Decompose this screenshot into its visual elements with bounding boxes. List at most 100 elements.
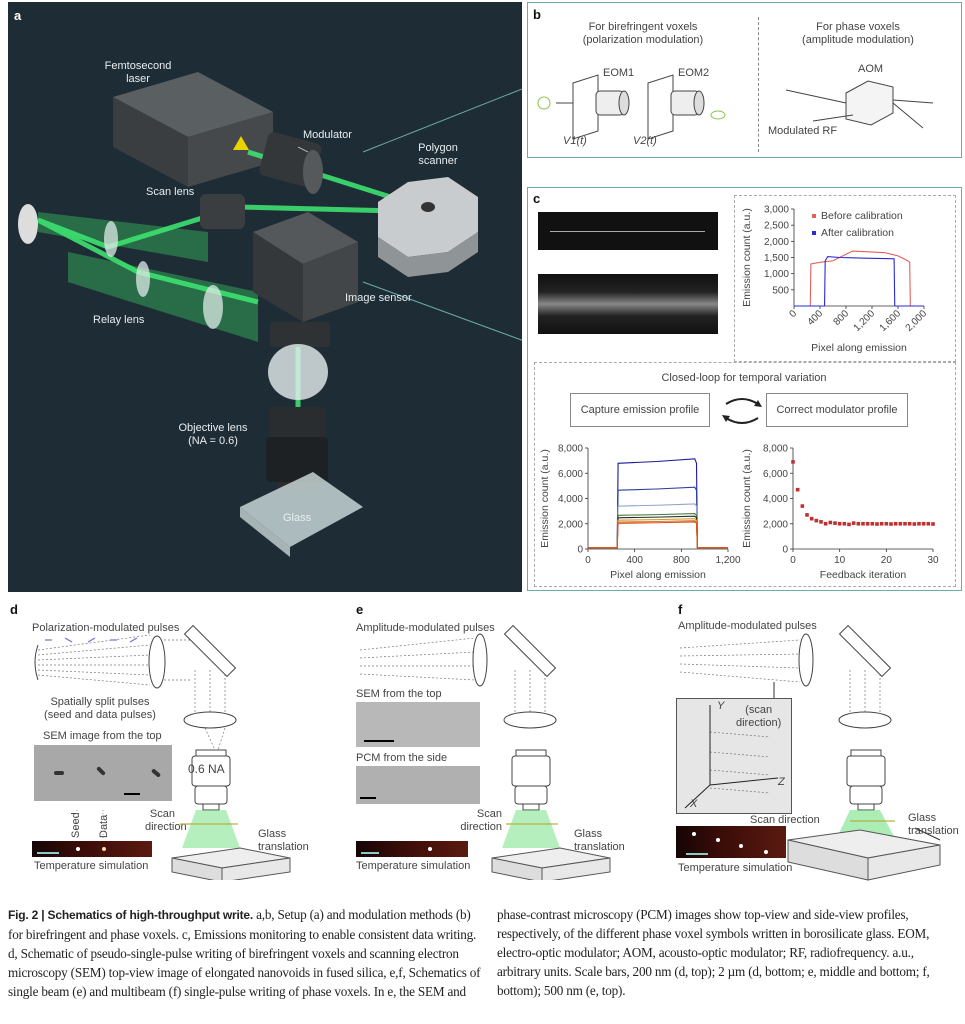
data-point [926,521,931,526]
y-tick-label: 2,000 [763,519,788,530]
panel-d-title: Polarization-modulated pulses [32,622,180,634]
relay-lens [104,221,118,257]
glass-translation-label: Glass translation [258,828,309,854]
data-point [921,521,926,526]
caption-right: phase-contrast microscopy (PCM) images s… [497,907,930,998]
glass-line2: translation [258,841,309,853]
panel-b-modulation: b For birefringent voxels (polarization … [527,2,962,158]
y-tick-label: 6,000 [763,469,788,480]
temperature-image [32,841,152,857]
glass-line2: translation [908,825,959,837]
y-tick-label: 6,000 [558,469,583,480]
modulator-diagram [537,74,934,140]
data-point [847,522,851,527]
sem-title: SEM from the top [356,688,442,700]
series-line-after [794,255,924,307]
callout-line-b [362,88,522,153]
v2-label: V2(t) [633,135,657,147]
series-line-before [794,250,924,307]
glass-line1: Glass [574,828,603,840]
axes-inset [676,698,792,814]
x-tick-label: 30 [927,555,939,566]
data-point [861,521,865,526]
label-glass: Glass [283,512,312,524]
data-point [828,520,833,525]
callout-line-c [362,281,522,341]
x-tick-label: 20 [881,555,893,566]
label-modulator: Modulator [303,129,352,141]
lens [183,711,237,729]
x-tick-label: 10 [834,555,846,566]
y-tick-label: 2,000 [558,519,583,530]
x-tick-label: 2,000 [904,308,930,334]
data-point [865,521,870,526]
data-point [875,522,879,526]
pcm-title: PCM from the side [356,752,448,764]
na-label: 0.6 NA [188,762,225,776]
warning-icon [233,136,249,150]
y-axis-label: Emission count (a.u.) [741,208,753,307]
data-point [907,521,912,526]
y-tick-label: 8,000 [763,444,788,455]
legend-label: Before calibration [821,210,903,222]
phase-subtitle: (amplitude modulation) [802,34,914,46]
legend-marker [812,231,816,235]
y-tick-label: 0 [782,545,788,556]
correct-box: Correct modulator profile [766,393,908,427]
panel-f-title: Amplitude-modulated pulses [678,620,817,632]
panel-label: e [356,602,364,617]
split-pulses-note: Spatially split pulses (seed and data pu… [40,696,160,722]
data-point [917,521,921,526]
data-point [851,521,856,525]
objective [191,749,231,811]
data-point [791,460,795,464]
mirror [183,624,237,678]
panel-a-setup: a [8,2,522,592]
panel-label: a [14,8,22,23]
writing-schematic [359,624,611,880]
phase-heading: For phase voxels (amplitude modulation) [783,21,933,47]
scan-line1: Scan [149,808,175,820]
series-line [588,520,728,549]
caption-left: Fig. 2 | Schematics of high-throughput w… [8,905,488,1001]
data-point [931,522,935,526]
label-image-sensor: Image sensor [345,292,412,304]
modulator [259,132,323,194]
data-point [870,521,875,526]
x-tick-label: 400 [806,308,826,328]
data-point [884,521,889,526]
split-note-line2: (seed and data pulses) [44,709,156,721]
aom-label: AOM [858,63,884,75]
y-axis-label: Emission count (a.u.) [539,449,551,548]
data-point [795,487,800,492]
series-line [588,513,728,549]
panel-d: d Polarization-modulated pulses Spatiall… [0,600,320,880]
series-line [588,515,728,549]
glass-translation-label: Glass translation [574,828,625,854]
data-point [833,521,837,525]
scan-note-line2: direction) [736,717,782,729]
panel-c-emission-monitoring: c Closed-loop for temporal variation Cap… [527,187,962,591]
scan-note-line1: (scan [745,704,773,716]
scan-direction-label: Scan direction [460,808,502,834]
data-point [805,513,809,517]
emission-zoom-image [538,274,718,334]
v1-label: V1(t) [563,135,587,147]
glass-translation-label: Glass translation [908,812,959,838]
divider [758,17,759,152]
data-point [856,521,861,526]
data-point [823,521,828,526]
sem-image [356,702,480,747]
data-point [879,521,884,526]
cycle-arrows-icon [722,398,762,424]
panel-label: d [10,602,18,617]
y-tick-label: 4,000 [763,494,788,505]
series-line [588,503,728,549]
y-axis-label: Emission count (a.u.) [741,449,753,548]
sem-title: SEM image from the top [43,730,162,742]
y-tick-label: 500 [772,285,789,296]
legend-marker [812,214,816,218]
mirror [18,204,38,244]
x-tick-label: 1,200 [715,555,740,566]
